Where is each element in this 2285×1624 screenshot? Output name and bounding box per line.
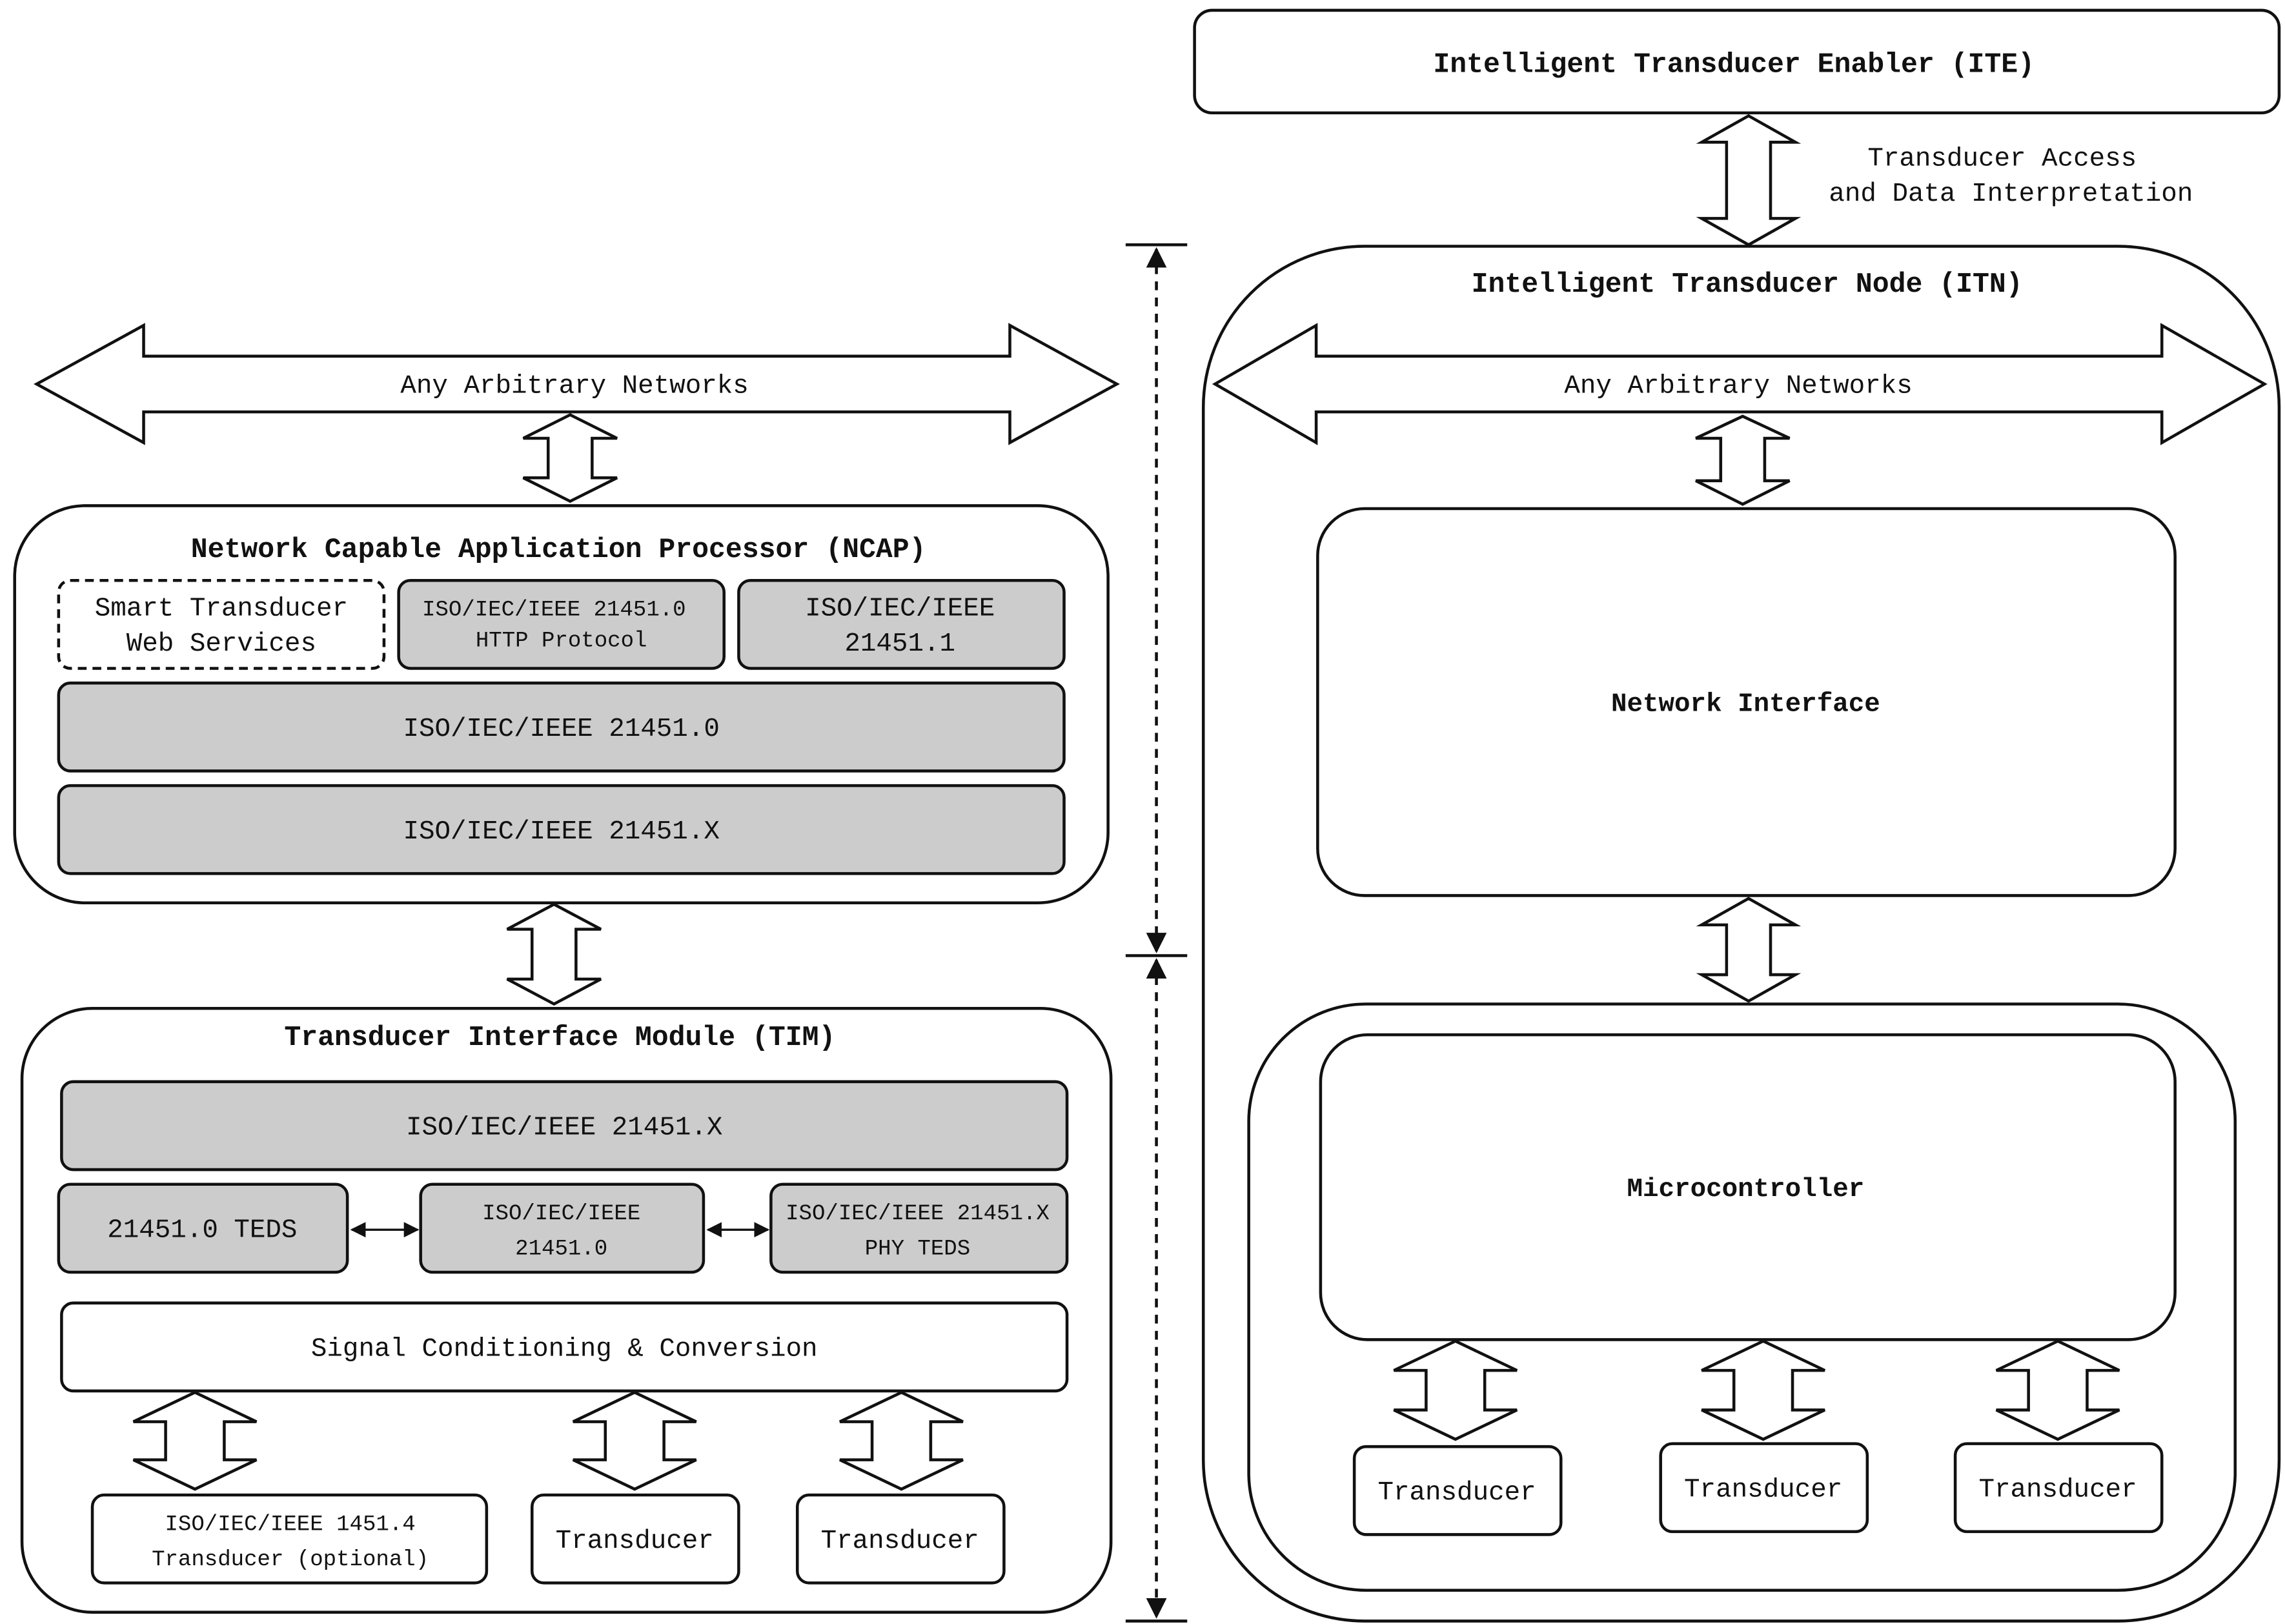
web-services-line1: Smart Transducer	[95, 594, 348, 624]
tim-transducer-label-1: Transducer	[556, 1527, 714, 1556]
ncap-tim-arrow	[506, 902, 602, 1006]
right-network-label: Any Arbitrary Networks	[1564, 372, 1912, 401]
tim-iso-21451-0-line2: 21451.0	[515, 1237, 607, 1262]
http-protocol-line1: ISO/IEC/IEEE 21451.0	[422, 598, 686, 623]
tim-iso-21451-0-line1: ISO/IEC/IEEE	[482, 1202, 640, 1226]
left-network-arrow	[34, 323, 1120, 445]
itn-transducer-box-1	[1352, 1445, 1563, 1536]
ncap-iso-21451-x-box	[57, 784, 1066, 875]
tim-iso-21451-0-box	[419, 1182, 706, 1274]
network-interface-arrow	[1695, 414, 1791, 506]
phy-teds-line1: ISO/IEC/IEEE 21451.X	[786, 1202, 1050, 1226]
itn-transducer-box-2	[1659, 1442, 1869, 1534]
teds-label: 21451.0 TEDS	[107, 1215, 297, 1245]
optional-transducer-line2: Transducer (optional)	[152, 1548, 429, 1572]
phy-teds-line2: PHY TEDS	[865, 1237, 970, 1262]
smart-transducer-web-services-box	[57, 578, 386, 670]
tim-title: Transducer Interface Module (TIM)	[284, 1022, 835, 1053]
itn-transducer-arrow-1	[1393, 1339, 1518, 1441]
ncap-iso-21451-0-box	[57, 681, 1066, 773]
tim-transducer-arrow-3	[839, 1390, 964, 1491]
ite-title: Intelligent Transducer Enabler (ITE)	[1433, 48, 2035, 80]
interface-mcu-arrow	[1696, 897, 1802, 1003]
tim-transducer-box-1	[530, 1493, 740, 1585]
right-network-arrow	[1212, 323, 2268, 445]
itn-transducer-label-1: Transducer	[1377, 1478, 1536, 1508]
ncap-title: Network Capable Application Processor (N…	[191, 534, 926, 565]
phy-teds-box	[769, 1182, 1069, 1274]
microcontroller-box	[1319, 1033, 2177, 1341]
signal-conditioning-label: Signal Conditioning & Conversion	[311, 1334, 818, 1364]
tim-iso-21451-x-label: ISO/IEC/IEEE 21451.X	[406, 1113, 722, 1143]
signal-conditioning-box	[60, 1301, 1069, 1393]
tim-iso-21451-x-box	[60, 1080, 1069, 1172]
http-protocol-box	[397, 578, 726, 670]
ite-box	[1193, 8, 2281, 115]
itn-transducer-box-3	[1953, 1442, 2164, 1534]
access-label-line1: Transducer Access	[1867, 145, 2137, 174]
network-ncap-arrow	[522, 413, 618, 503]
itn-transducer-arrow-2	[1701, 1339, 1825, 1441]
ite-itn-arrow	[1696, 114, 1802, 247]
itn-transducer-label-2: Transducer	[1684, 1475, 1842, 1505]
itn-transducer-arrow-3	[1995, 1339, 2120, 1441]
tim-transducer-arrow-1	[132, 1390, 258, 1491]
ncap-iso-21451-x-label: ISO/IEC/IEEE 21451.X	[403, 817, 719, 847]
tim-transducer-box-2	[795, 1493, 1006, 1585]
http-protocol-line2: HTTP Protocol	[476, 629, 647, 653]
left-network-label: Any Arbitrary Networks	[400, 372, 748, 401]
itn-title: Intelligent Transducer Node (ITN)	[1472, 269, 2023, 300]
itn-transducer-label-3: Transducer	[1978, 1475, 2137, 1505]
network-interface-box	[1316, 507, 2177, 897]
access-label-line2: and Data Interpretation	[1829, 179, 2193, 209]
iso-21451-1-line2: 21451.1	[844, 629, 955, 659]
microcontroller-label: Microcontroller	[1627, 1175, 1864, 1204]
ncap-iso-21451-0-label: ISO/IEC/IEEE 21451.0	[403, 715, 719, 744]
iso-21451-1-box	[737, 578, 1066, 670]
tim-transducer-arrow-2	[572, 1390, 697, 1491]
iso-21451-1-line1: ISO/IEC/IEEE	[805, 594, 995, 624]
network-interface-label: Network Interface	[1611, 689, 1880, 719]
optional-transducer-box	[90, 1493, 489, 1585]
teds-box	[57, 1182, 349, 1274]
optional-transducer-line1: ISO/IEC/IEEE 1451.4	[165, 1513, 415, 1538]
tim-transducer-label-2: Transducer	[821, 1527, 979, 1556]
web-services-line2: Web Services	[127, 629, 316, 659]
